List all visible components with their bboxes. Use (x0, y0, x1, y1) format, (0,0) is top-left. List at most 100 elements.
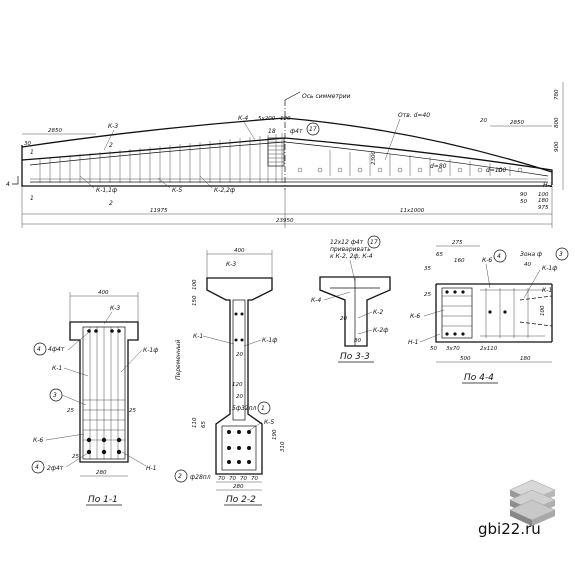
svg-text:4: 4 (497, 253, 501, 260)
dim-35-s4: 35 (424, 266, 431, 272)
dim-25c-s1: 25 (72, 454, 79, 460)
beam-elevation: Ось симметрии К-3 К-4 К-1,1ф К-5 К-2,2ф … (6, 82, 564, 228)
label-n1-s4: Н-1 (408, 339, 419, 346)
web-cage-s2 (232, 299, 246, 421)
inner-chord-right (284, 141, 549, 177)
label-k1f-s2: К-1ф (262, 337, 277, 344)
dim-280-s1: 280 (96, 470, 107, 476)
label-variable-s2: Переменный (175, 339, 182, 380)
label-bars-bot-s1: 2ф4т (47, 465, 64, 472)
label-k3: К-3 (108, 123, 118, 130)
dim-2850-right: 2850 (510, 120, 524, 126)
callout-17-s3 (367, 235, 381, 249)
callout-2-s2 (174, 469, 188, 483)
section-2-2-title: По 2-2 (226, 495, 256, 505)
svg-text:3: 3 (53, 392, 57, 399)
dim-65-s4: 65 (436, 252, 443, 258)
dim-20a-s2: 20 (236, 352, 243, 358)
section-4-4-title: По 4-4 (464, 373, 494, 383)
label-bars2-s2: ф28пл (190, 474, 211, 481)
dim-70d-s2: 70 (251, 476, 258, 482)
label-k1f-s4: К-1ф (542, 265, 557, 272)
dim-25-s4: 25 (424, 292, 431, 298)
mark-2-top: 2 (109, 142, 113, 149)
dim-90: 90 (520, 192, 527, 198)
dim-2300: 2300 (371, 151, 377, 165)
label-n1-s1: Н-1 (146, 465, 157, 472)
dim-110-s2: 110 (192, 417, 198, 428)
mark-2-bot: 2 (109, 200, 113, 207)
section-1-1: 400 К-3 К-1ф К-1 К-6 Н-1 4 4ф4т 3 4 2ф4т (31, 290, 158, 506)
dim-400-s1: 400 (98, 290, 109, 296)
mark-4: 4 (6, 181, 10, 188)
section-2-2: 400 К-3 К-1 К-1ф К-5 1 5ф32пл 2 ф28пл Пе… (174, 248, 286, 506)
callout-4b-s1 (31, 460, 45, 474)
dim-70a-s2: 70 (218, 476, 225, 482)
watermark[interactable]: gbi22.ru (478, 520, 541, 538)
label-18: 18 (268, 128, 276, 135)
dim-100-right: 100 (538, 192, 549, 198)
dim-20-s3: 20 (340, 316, 347, 322)
callout-3-s4 (555, 247, 569, 261)
label-bars-s2: 5ф32пл (232, 405, 257, 412)
dim-30: 30 (24, 141, 31, 147)
dim-120: 120 (280, 116, 291, 122)
mark-1-bot: 1 (30, 195, 34, 202)
mark-1-top: 1 (30, 149, 34, 156)
dim-280-s2: 280 (233, 484, 244, 490)
label-k3-s2: К-3 (226, 261, 236, 268)
dim-20b-s2: 20 (236, 394, 243, 400)
label-k5: К-5 (172, 187, 182, 194)
dim-80-s3: 80 (354, 338, 361, 344)
section-2-2-outline (206, 277, 273, 475)
label-k1-s4: К-1 (542, 287, 552, 294)
section-1-1-title: По 1-1 (88, 495, 118, 505)
svg-text:4: 4 (35, 464, 39, 471)
dim-780: 780 (554, 89, 560, 100)
dim-180-s4: 180 (520, 356, 531, 362)
label-k2-s3: К-2 (373, 309, 383, 316)
label-opening: Отв. d=40 (398, 112, 430, 119)
section-4-4: 275 160 65 35 25 50 3х70 2х110 500 180 4… (408, 240, 569, 384)
dim-100-s4: 100 (540, 305, 546, 316)
openings (297, 167, 523, 173)
callout-17 (306, 122, 320, 136)
svg-text:17: 17 (370, 239, 378, 246)
section-3-3-title: По 3-3 (340, 352, 370, 362)
dim-50: 50 (520, 199, 527, 205)
svg-text:4: 4 (37, 346, 41, 353)
label-k2f-s3: К-2ф (373, 327, 388, 334)
dim-180: 180 (538, 198, 549, 204)
rebar-dots-s1 (86, 329, 122, 455)
note-3-s3: к К-2, 2ф, К-4 (330, 253, 373, 260)
dim-120-s2: 120 (232, 382, 243, 388)
label-phi4: ф4т (290, 128, 303, 135)
dim-400-s2: 400 (234, 248, 245, 254)
anchor-zone (267, 137, 285, 167)
label-d80: d=80 (430, 163, 447, 170)
end-block-s4 (441, 287, 473, 339)
svg-text:17: 17 (309, 126, 317, 133)
label-k1-s1: К-1 (52, 365, 62, 372)
callout-1-s2 (257, 401, 271, 415)
label-n1: Н-1 (543, 182, 554, 189)
label-k2: К-2,2ф (214, 187, 235, 194)
dim-900: 900 (554, 141, 560, 152)
beam-top-chord (21, 137, 553, 185)
dim-20: 20 (480, 118, 487, 124)
site-logo (509, 479, 556, 526)
dim-2850-left: 2850 (48, 128, 62, 134)
inner-chord (29, 141, 286, 166)
dim-275-s4: 275 (452, 240, 463, 246)
label-k1-s2: К-1 (193, 333, 203, 340)
label-k6-s4: К-6 (482, 257, 492, 264)
dim-975: 975 (538, 205, 549, 211)
dim-800: 800 (554, 117, 560, 128)
dim-190-s2: 190 (272, 429, 278, 440)
beam-top-edge (21, 117, 553, 173)
dim-5x200: 5х200 (258, 116, 276, 122)
dim-310-s2: 310 (280, 441, 286, 452)
dim-150-s2: 150 (192, 295, 198, 306)
dim-11x1000: 11х1000 (400, 208, 425, 214)
